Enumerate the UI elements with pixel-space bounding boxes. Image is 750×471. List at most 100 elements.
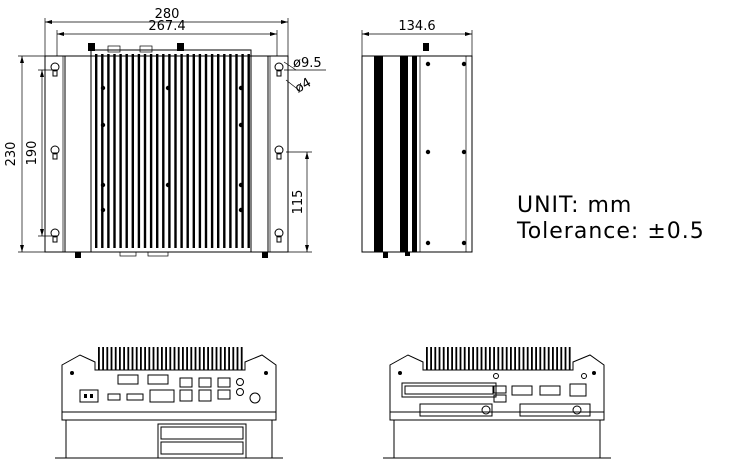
dim-slot-large-label: ø9.5 xyxy=(293,56,322,71)
keyhole-icon xyxy=(274,145,284,160)
fin xyxy=(442,347,445,370)
fin xyxy=(497,347,500,370)
fin xyxy=(247,54,250,248)
fin xyxy=(174,54,177,248)
fin xyxy=(480,347,483,370)
fin xyxy=(207,347,209,370)
fin xyxy=(224,347,226,370)
fin xyxy=(476,347,479,370)
fin xyxy=(463,347,466,370)
fin xyxy=(236,347,239,370)
fin xyxy=(526,347,529,370)
fin xyxy=(198,54,202,248)
hdmi-port-icon xyxy=(126,393,144,401)
rear-io-view xyxy=(383,347,611,459)
fin xyxy=(501,347,504,370)
fin xyxy=(510,347,512,370)
fin xyxy=(539,347,542,370)
fin xyxy=(219,347,222,370)
fin xyxy=(101,54,104,248)
chassis-front-body xyxy=(44,43,289,258)
fin xyxy=(568,347,571,370)
dvi-port-icon xyxy=(149,389,175,403)
com-port-icon xyxy=(511,385,533,396)
keyhole-icon xyxy=(274,62,284,77)
fin xyxy=(505,347,508,370)
fin xyxy=(455,347,458,370)
antenna-connector-icon xyxy=(88,43,95,51)
fin xyxy=(131,347,134,370)
fin xyxy=(514,347,516,370)
fin xyxy=(149,54,153,248)
fin xyxy=(556,347,558,370)
fin xyxy=(114,347,117,370)
fin xyxy=(113,54,116,248)
dim-overall-width-label: 280 xyxy=(155,7,180,22)
dim-slot-spacing-label: 190 xyxy=(25,141,40,166)
usb-port-icon xyxy=(493,385,507,394)
fin xyxy=(543,347,546,370)
fin xyxy=(107,54,110,248)
fin xyxy=(472,347,474,370)
dimension-overall-height: 230 xyxy=(4,55,62,253)
fin xyxy=(241,54,244,248)
fin xyxy=(430,347,432,370)
usb-port-icon xyxy=(107,393,121,401)
fin xyxy=(194,347,197,370)
fin xyxy=(438,347,441,370)
fin xyxy=(156,54,159,248)
side-view: 134.6 xyxy=(361,19,473,258)
dim-inner-width-label: 267.4 xyxy=(148,19,185,34)
fin xyxy=(156,347,159,370)
lan-port-icon xyxy=(217,377,231,388)
fin xyxy=(144,347,146,370)
fin xyxy=(119,347,121,370)
fin xyxy=(547,347,550,370)
fin xyxy=(228,347,230,370)
fin xyxy=(102,347,104,370)
storage-bay xyxy=(419,403,493,417)
fin xyxy=(229,54,232,248)
keyhole-icon xyxy=(50,62,60,77)
fin xyxy=(451,347,453,370)
power-button-icon xyxy=(249,392,261,404)
dimension-overall-width: 280 xyxy=(44,7,289,56)
fin xyxy=(204,54,208,248)
fin xyxy=(106,347,109,370)
fin xyxy=(211,347,214,370)
fin xyxy=(135,347,138,370)
com-port-icon xyxy=(539,385,561,396)
fin xyxy=(198,347,201,370)
front-view: 280 267.4 230 190 xyxy=(4,7,326,258)
fin xyxy=(190,347,193,370)
dim-slot-offset-label: 115 xyxy=(291,190,306,215)
fin xyxy=(186,54,189,248)
tolerance-note: Tolerance: ±0.5 xyxy=(516,219,705,244)
fin xyxy=(518,347,521,370)
dim-depth-label: 134.6 xyxy=(398,19,435,34)
front-io-view xyxy=(55,347,283,459)
fin xyxy=(125,54,128,248)
expansion-slot-cover xyxy=(401,382,497,398)
fin xyxy=(95,54,98,248)
fin xyxy=(110,347,113,370)
com-port-icon xyxy=(117,374,139,385)
fin xyxy=(169,347,172,370)
usb-port-icon xyxy=(198,389,212,402)
fin xyxy=(131,54,134,248)
dim-slot-small-label: ø4 xyxy=(293,75,315,96)
fin xyxy=(148,347,151,370)
fin xyxy=(232,347,235,370)
fin xyxy=(192,54,195,248)
keyhole-icon xyxy=(50,228,60,243)
audio-jack-icon xyxy=(236,378,244,386)
fin xyxy=(489,347,491,370)
fin xyxy=(240,347,243,370)
fin xyxy=(143,54,147,248)
fin xyxy=(137,54,141,248)
fin xyxy=(140,347,142,370)
mounting-keyholes xyxy=(50,62,284,243)
fin xyxy=(217,54,220,248)
fin xyxy=(552,347,554,370)
fin xyxy=(123,347,125,370)
